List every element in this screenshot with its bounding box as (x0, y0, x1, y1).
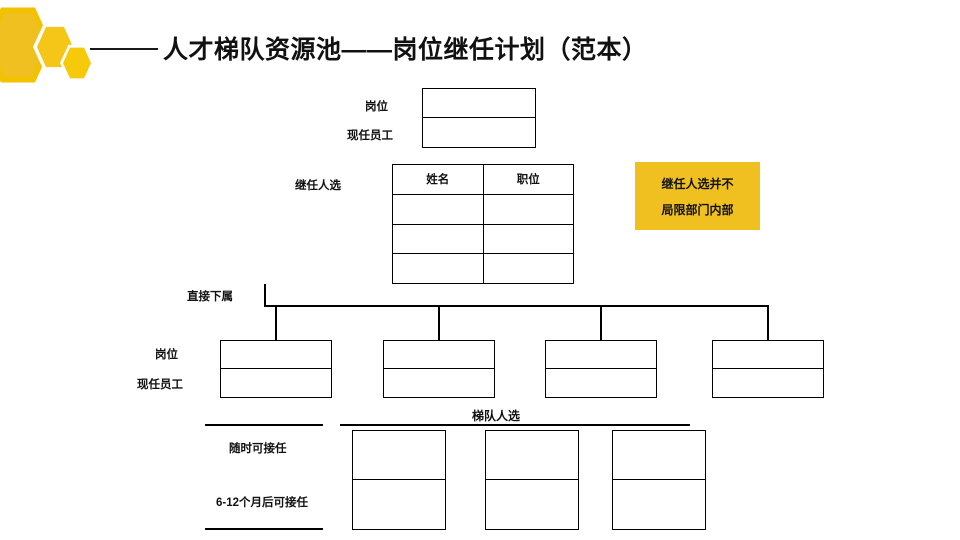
direct-report-employee-field[interactable] (713, 369, 823, 397)
direct-reports-position-label: 岗位 (155, 349, 178, 361)
callout-line-2: 局限部门内部 (661, 202, 734, 217)
column-header-position: 职位 (516, 174, 540, 187)
tree-drop-3 (600, 305, 602, 341)
callout-line-1: 继任人选并不 (661, 176, 734, 191)
successor-name-cell[interactable] (393, 254, 484, 283)
readiness-rule-bottom (205, 528, 323, 530)
incumbent-employee-label: 现任员工 (347, 130, 393, 142)
echelon-rule (340, 424, 690, 426)
tree-horizontal-bar (264, 305, 769, 307)
direct-reports-section-label: 直接下属 (187, 291, 233, 303)
direct-report-employee-field[interactable] (384, 369, 494, 397)
echelon-box-2 (485, 430, 579, 530)
page-title: 人才梯队资源池——岗位继任计划（范本） (163, 36, 648, 64)
tree-drop-4 (767, 305, 769, 341)
title-leader-line (90, 48, 158, 50)
incumbent-position-label: 岗位 (365, 101, 388, 113)
echelon-ready-now-field[interactable] (613, 431, 705, 480)
echelon-ready-later-field[interactable] (353, 480, 445, 529)
successors-table: 姓名 职位 (392, 164, 574, 284)
tree-drop-2 (438, 305, 440, 341)
direct-report-position-field[interactable] (546, 341, 656, 369)
table-row (393, 224, 574, 255)
direct-report-position-field[interactable] (384, 341, 494, 369)
successors-section-label: 继任人选 (295, 180, 341, 192)
direct-report-box-2 (383, 340, 495, 398)
incumbent-table (422, 88, 536, 148)
incumbent-employee-field[interactable] (423, 118, 535, 147)
direct-report-box-1 (220, 340, 332, 398)
direct-report-position-field[interactable] (713, 341, 823, 369)
direct-reports-employee-label: 现任员工 (137, 379, 183, 391)
tree-drop-1 (275, 305, 277, 341)
callout-note: 继任人选并不 局限部门内部 (635, 162, 760, 230)
direct-report-employee-field[interactable] (221, 369, 331, 397)
echelon-ready-later-field[interactable] (613, 480, 705, 529)
direct-report-box-4 (712, 340, 824, 398)
column-header-name: 姓名 (393, 165, 484, 194)
direct-report-box-3 (545, 340, 657, 398)
successor-name-cell[interactable] (393, 224, 484, 254)
readiness-rule-top (205, 424, 323, 426)
direct-report-position-field[interactable] (221, 341, 331, 369)
readiness-now-label: 随时可接任 (229, 443, 287, 455)
direct-report-employee-field[interactable] (546, 369, 656, 397)
tree-stem (264, 284, 266, 306)
echelon-box-1 (352, 430, 446, 530)
successor-name-cell[interactable] (393, 194, 484, 224)
table-row (393, 194, 574, 225)
successor-position-cell[interactable] (484, 254, 574, 283)
successor-position-cell[interactable] (484, 195, 574, 224)
readiness-later-label: 6-12个月后可接任 (216, 497, 309, 509)
echelon-ready-now-field[interactable] (486, 431, 578, 480)
table-row (393, 254, 573, 283)
echelon-ready-now-field[interactable] (353, 431, 445, 480)
echelon-ready-later-field[interactable] (486, 480, 578, 529)
successor-position-cell[interactable] (484, 225, 574, 254)
incumbent-position-field[interactable] (423, 89, 535, 118)
table-header-row: 姓名 职位 (393, 165, 573, 195)
echelon-box-3 (612, 430, 706, 530)
echelon-section-label: 梯队人选 (472, 409, 521, 423)
